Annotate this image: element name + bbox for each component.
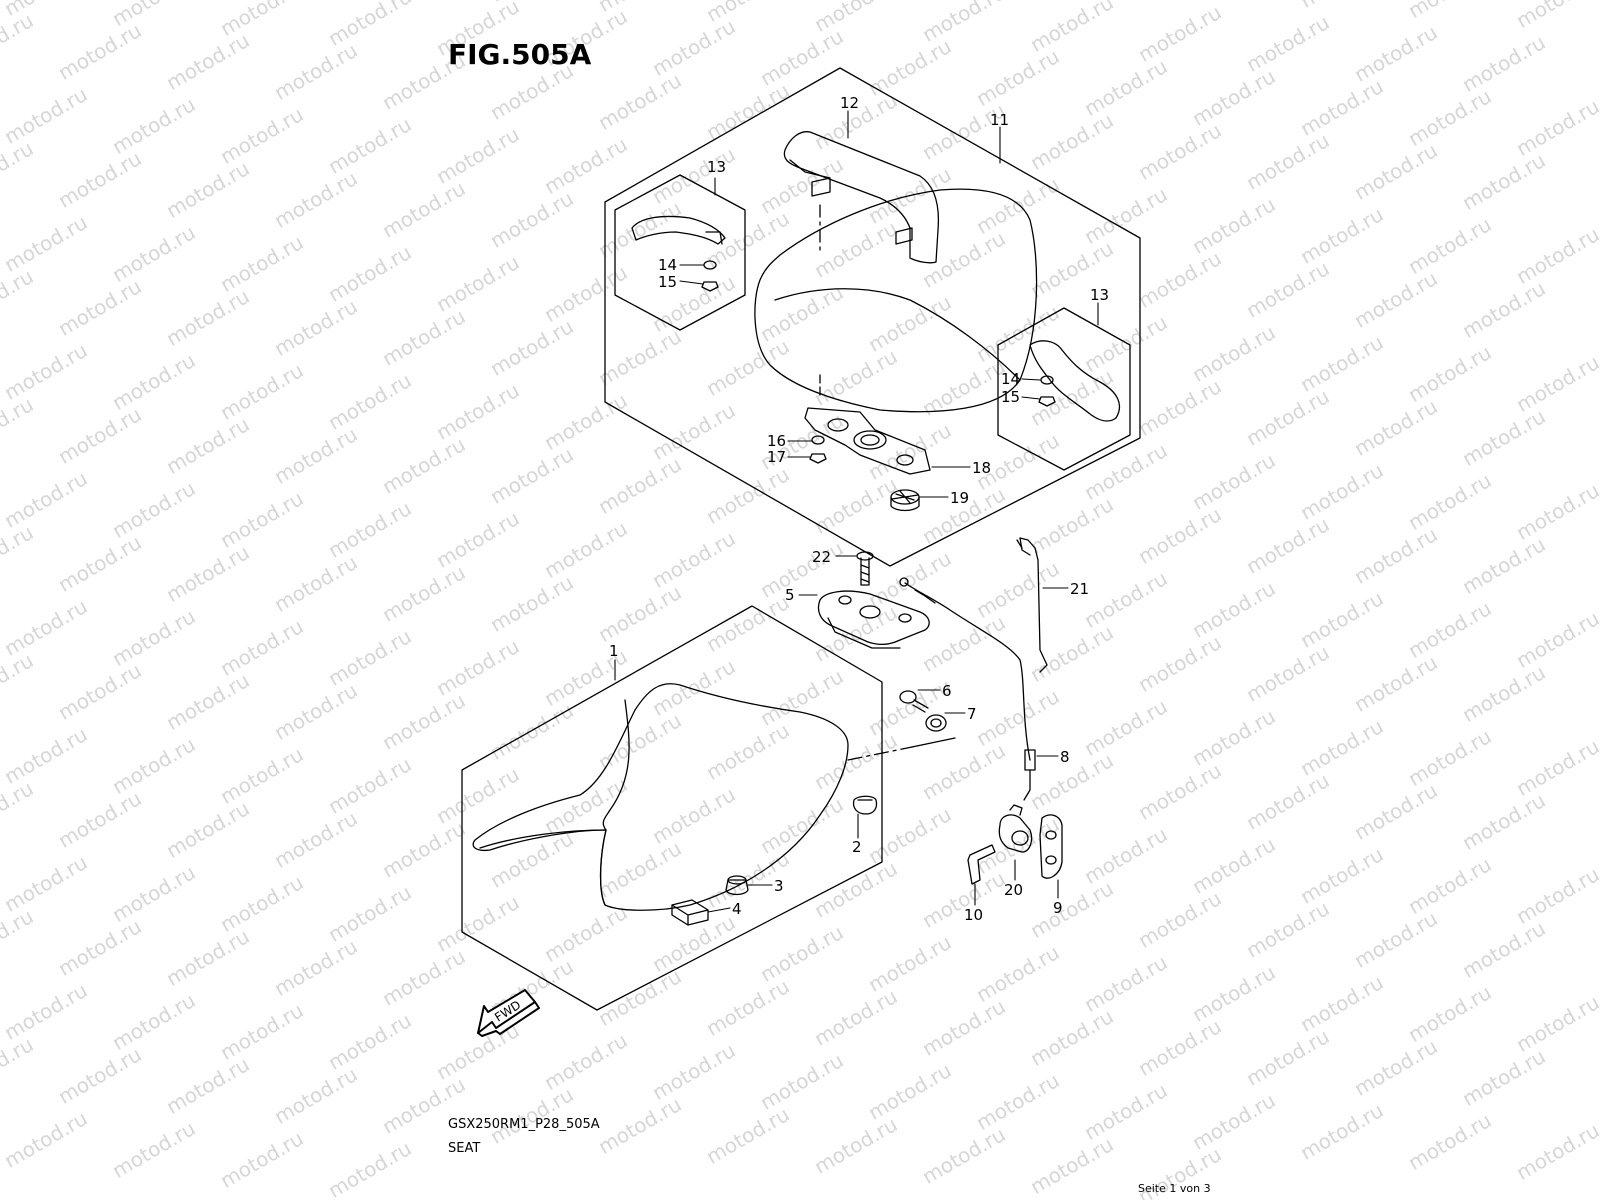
part-label-8: 8 xyxy=(1060,748,1070,766)
screw-22 xyxy=(857,552,873,585)
part-label-6: 6 xyxy=(942,682,952,700)
lock-bracket-9 xyxy=(1040,815,1062,878)
part-label-15-right: 15 xyxy=(1001,388,1020,406)
small-frame-right xyxy=(998,308,1130,470)
block-4 xyxy=(672,900,708,925)
seat-lock-cable xyxy=(900,578,1035,800)
part-label-5: 5 xyxy=(785,586,795,604)
part-label-21: 21 xyxy=(1070,580,1089,598)
washer-left xyxy=(704,261,716,269)
model-code: GSX250RM1_P28_505A xyxy=(448,1117,600,1132)
fwd-arrow: FWD xyxy=(478,990,539,1036)
part-label-11: 11 xyxy=(990,111,1009,129)
part-label-16: 16 xyxy=(767,432,786,450)
seat-base-plate xyxy=(805,408,930,474)
part-label-10: 10 xyxy=(964,906,983,924)
rubber-cushion-19 xyxy=(891,490,919,511)
part-label-17: 17 xyxy=(767,448,786,466)
part-label-18: 18 xyxy=(972,459,991,477)
rear-seat-group-frame xyxy=(605,68,1140,566)
part-label-1: 1 xyxy=(609,642,619,660)
part-label-3: 3 xyxy=(774,877,784,895)
part-label-14-right: 14 xyxy=(1001,370,1020,388)
bolt-6 xyxy=(900,691,928,712)
part-label-22: 22 xyxy=(812,548,831,566)
front-seat-group-frame xyxy=(462,606,882,1010)
seat-lock-20 xyxy=(999,805,1031,852)
clip-10 xyxy=(968,845,995,884)
part-label-14-left: 14 xyxy=(658,256,677,274)
part-label-13-right: 13 xyxy=(1090,286,1109,304)
washer-16 xyxy=(812,436,824,444)
part-label-15-left: 15 xyxy=(658,273,677,291)
part-label-19: 19 xyxy=(950,489,969,507)
part-label-13-left: 13 xyxy=(707,158,726,176)
page-indicator: Seite 1 von 3 xyxy=(1138,1182,1211,1195)
damper-2 xyxy=(854,796,877,814)
part-label-4: 4 xyxy=(732,900,742,918)
rear-seat-cushion xyxy=(755,189,1037,412)
dash-line-7 xyxy=(848,747,912,760)
part-label-7: 7 xyxy=(967,705,977,723)
cushion-3 xyxy=(726,876,748,895)
bracket-left xyxy=(632,216,725,244)
leader-lines xyxy=(615,111,1098,912)
lock-bracket-5 xyxy=(818,591,929,648)
nut-right xyxy=(1039,397,1055,406)
nut-7 xyxy=(926,715,946,731)
part-label-2: 2 xyxy=(852,838,862,856)
part-label-9: 9 xyxy=(1053,899,1063,917)
figure-title: FIG.505A xyxy=(448,38,592,71)
part-label-12: 12 xyxy=(840,94,859,112)
small-frame-left xyxy=(615,175,745,330)
helmet-hook-21 xyxy=(1017,538,1047,672)
part-label-20: 20 xyxy=(1004,881,1023,899)
bracket-right xyxy=(1030,341,1119,421)
nut-left xyxy=(702,282,718,291)
nut-17 xyxy=(810,454,826,463)
front-seat xyxy=(473,684,848,911)
washer-right xyxy=(1041,376,1053,384)
lead-7b xyxy=(912,738,955,747)
grab-handle xyxy=(784,132,938,263)
figure-name: SEAT xyxy=(448,1141,481,1156)
